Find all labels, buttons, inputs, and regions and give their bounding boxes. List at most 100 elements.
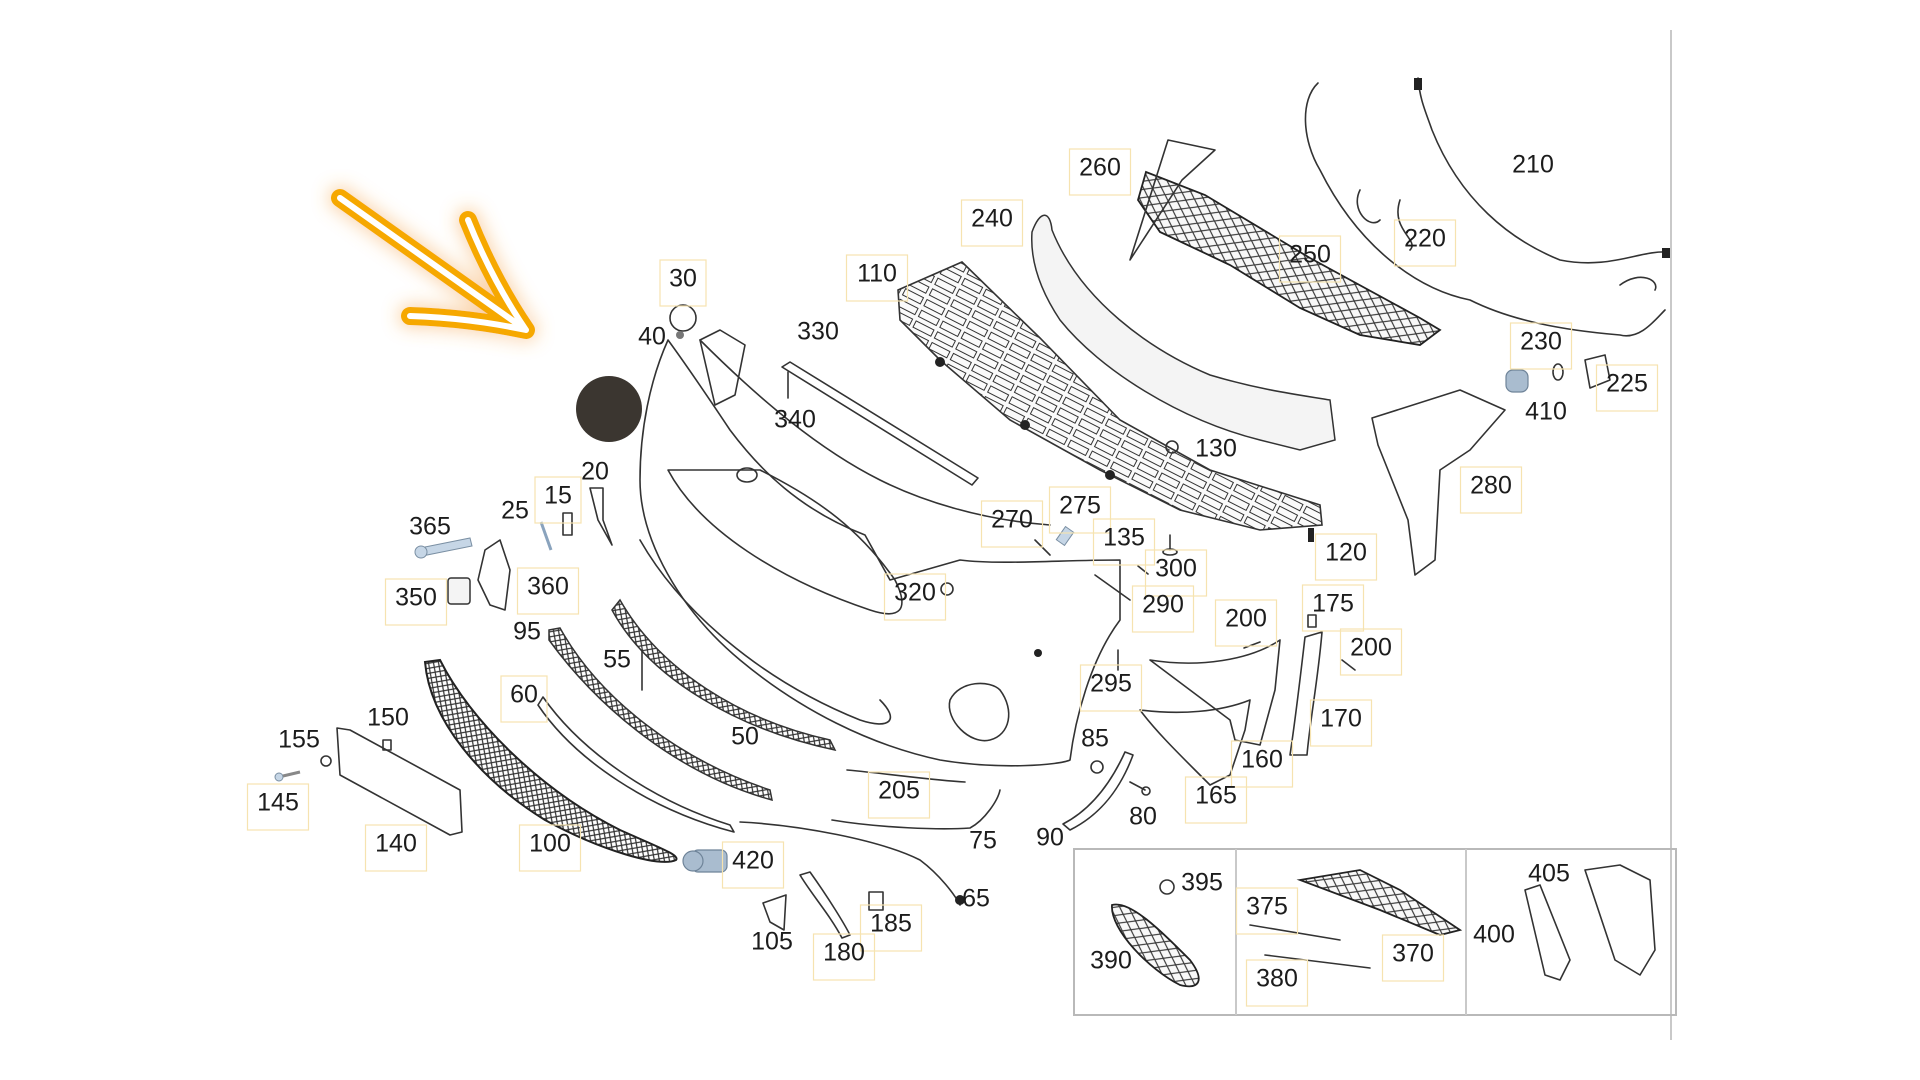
callout-box xyxy=(1245,959,1309,1007)
inset-panel-frame xyxy=(1073,848,1677,1016)
callout-number: 20 xyxy=(581,458,609,486)
callout-290: 290 xyxy=(1131,585,1195,633)
callout-box xyxy=(960,199,1024,247)
callout-number: 100 xyxy=(529,830,571,858)
callout-205: 205 xyxy=(867,771,931,819)
callout-140: 140 xyxy=(364,824,428,872)
lower-lip-trims-part xyxy=(739,769,1001,906)
callout-50: 50 xyxy=(731,723,759,751)
callout-number: 270 xyxy=(991,506,1033,534)
callout-number: 145 xyxy=(257,789,299,817)
callout-box xyxy=(1184,776,1248,824)
license-plate-bracket-part xyxy=(274,727,463,836)
callout-box xyxy=(1459,466,1523,514)
callout-number: 80 xyxy=(1129,803,1157,831)
callout-number: 340 xyxy=(774,406,816,434)
callout-200a: 200 xyxy=(1214,599,1278,647)
callout-number: 155 xyxy=(278,726,320,754)
callout-box xyxy=(845,254,909,302)
callout-30: 30 xyxy=(659,259,707,307)
callout-number: 40 xyxy=(638,323,666,351)
callout-box xyxy=(1092,518,1156,566)
callout-number: 180 xyxy=(823,939,865,967)
callout-75: 75 xyxy=(969,827,997,855)
callout-box xyxy=(659,259,707,307)
callout-85: 85 xyxy=(1081,725,1109,753)
callout-number: 320 xyxy=(894,579,936,607)
callout-number: 290 xyxy=(1142,591,1184,619)
callout-65: 65 xyxy=(962,885,990,913)
callout-number: 365 xyxy=(409,513,451,541)
callout-200b: 200 xyxy=(1339,628,1403,676)
callout-box xyxy=(500,675,548,723)
dark-circle-marker xyxy=(576,376,642,442)
callout-box xyxy=(364,824,428,872)
callout-number: 185 xyxy=(870,910,912,938)
callout-box xyxy=(1381,934,1445,982)
callout-box xyxy=(883,573,947,621)
callout-box xyxy=(980,500,1044,548)
callout-220: 220 xyxy=(1393,219,1457,267)
callout-number: 400 xyxy=(1473,921,1515,949)
callout-box xyxy=(1048,486,1112,534)
callout-number: 360 xyxy=(527,573,569,601)
callout-box xyxy=(1230,740,1294,788)
callout-box xyxy=(1235,887,1299,935)
callout-25: 25 xyxy=(501,497,529,525)
callout-number: 420 xyxy=(732,847,774,875)
callout-box xyxy=(516,567,580,615)
callout-number: 410 xyxy=(1525,398,1567,426)
callout-380: 380 xyxy=(1245,959,1309,1007)
callout-400: 400 xyxy=(1473,921,1515,949)
callout-box xyxy=(1278,235,1342,283)
callout-number: 170 xyxy=(1320,705,1362,733)
callout-number: 65 xyxy=(962,885,990,913)
callout-390: 390 xyxy=(1090,947,1132,975)
callout-155: 155 xyxy=(278,726,320,754)
callout-number: 225 xyxy=(1606,370,1648,398)
callout-240: 240 xyxy=(960,199,1024,247)
callout-225: 225 xyxy=(1595,364,1659,412)
callout-number: 220 xyxy=(1404,225,1446,253)
callout-60: 60 xyxy=(500,675,548,723)
callout-number: 150 xyxy=(367,704,409,732)
callout-number: 250 xyxy=(1289,241,1331,269)
callout-110: 110 xyxy=(845,254,909,302)
callout-box xyxy=(859,904,923,952)
callout-number: 130 xyxy=(1195,435,1237,463)
callout-box xyxy=(1214,599,1278,647)
callout-box xyxy=(518,824,582,872)
callout-box xyxy=(1393,219,1457,267)
callout-410: 410 xyxy=(1525,398,1567,426)
callout-320: 320 xyxy=(883,573,947,621)
callout-80: 80 xyxy=(1129,803,1157,831)
callout-15: 15 xyxy=(534,476,582,524)
callout-375: 375 xyxy=(1235,887,1299,935)
highlight-arrow-icon xyxy=(331,189,535,339)
callout-number: 140 xyxy=(375,830,417,858)
callout-350: 350 xyxy=(384,578,448,626)
callout-box xyxy=(1144,549,1208,597)
callout-box xyxy=(721,841,785,889)
callout-145: 145 xyxy=(246,783,310,831)
callout-number: 15 xyxy=(544,482,572,510)
callout-number: 85 xyxy=(1081,725,1109,753)
callout-number: 300 xyxy=(1155,555,1197,583)
wiring-harness-part xyxy=(1304,77,1670,337)
callout-175: 175 xyxy=(1301,584,1365,632)
side-reflector-part xyxy=(1062,751,1151,831)
callout-number: 120 xyxy=(1325,539,1367,567)
callout-number: 260 xyxy=(1079,154,1121,182)
callout-box xyxy=(1314,533,1378,581)
callout-160: 160 xyxy=(1230,740,1294,788)
callout-365: 365 xyxy=(409,513,451,541)
callout-330: 330 xyxy=(797,318,839,346)
bumper-cover-part xyxy=(639,304,1121,767)
callout-number: 350 xyxy=(395,584,437,612)
callout-box xyxy=(812,933,876,981)
parking-sensor-part xyxy=(682,849,728,873)
callout-number: 75 xyxy=(969,827,997,855)
callout-300: 300 xyxy=(1144,549,1208,597)
callout-number: 380 xyxy=(1256,965,1298,993)
callout-box xyxy=(246,783,310,831)
